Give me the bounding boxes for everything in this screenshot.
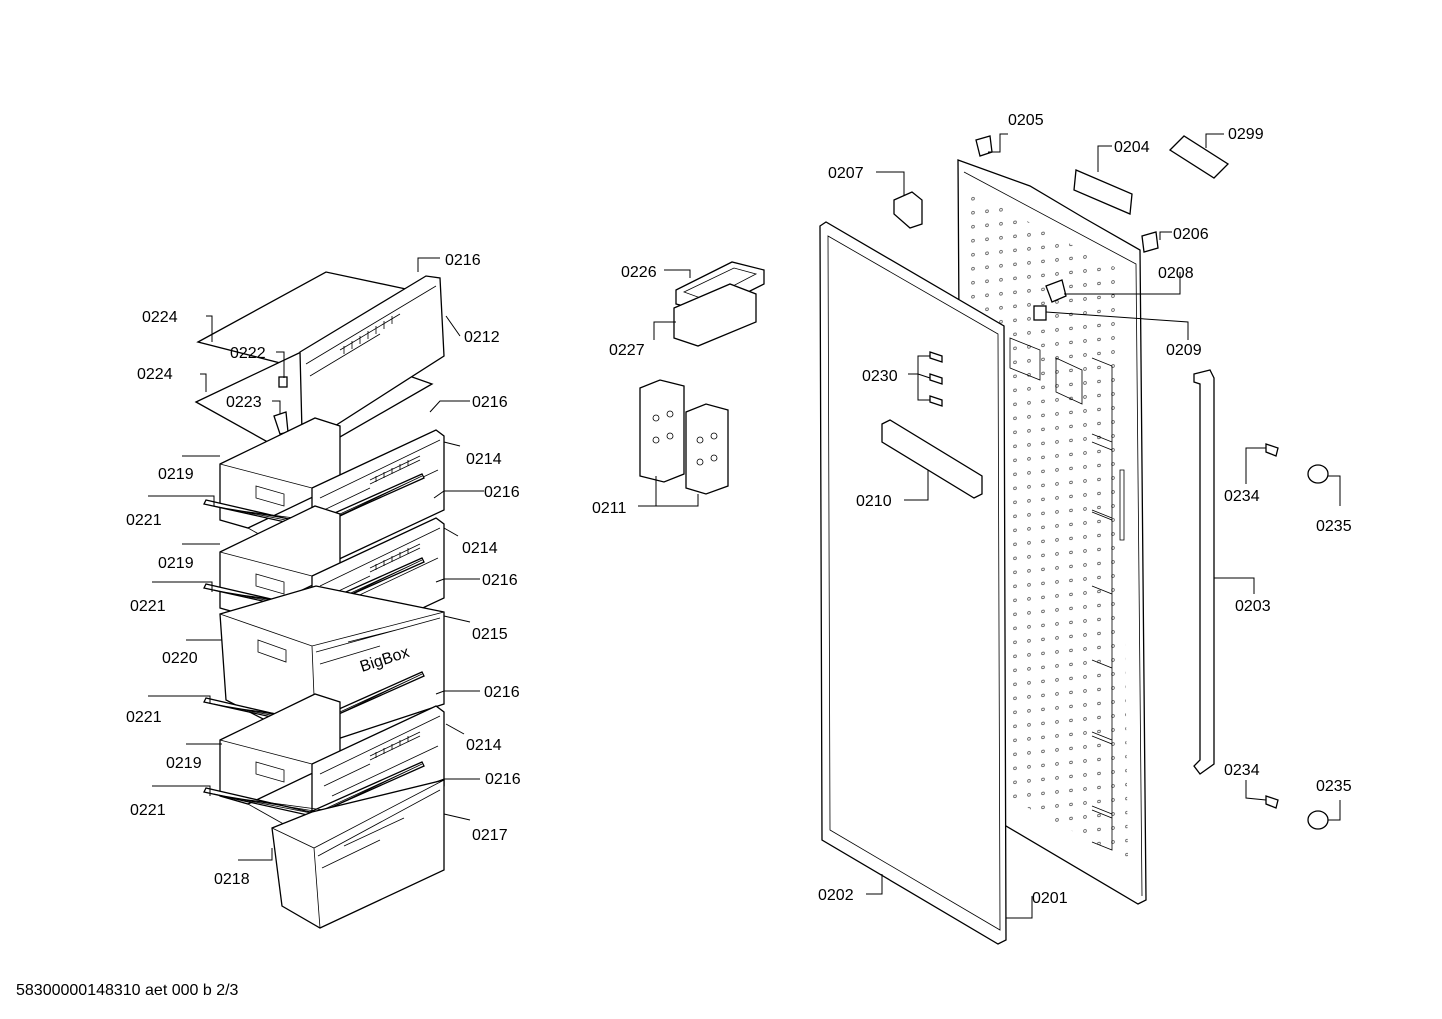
label-0299: 0299 xyxy=(1228,126,1264,143)
ice-box xyxy=(673,283,757,347)
leader-lines xyxy=(148,133,1341,919)
label-0222: 0222 xyxy=(230,345,266,362)
label-0214-3: 0214 xyxy=(466,737,502,754)
label-0215: 0215 xyxy=(472,626,508,643)
label-0234-top: 0234 xyxy=(1224,488,1260,505)
label-0216-6: 0216 xyxy=(485,771,521,788)
label-0221-4: 0221 xyxy=(130,802,166,819)
door-handle xyxy=(1193,369,1215,775)
label-0216-1: 0216 xyxy=(445,252,481,269)
label-0206: 0206 xyxy=(1173,226,1209,243)
label-0221-1: 0221 xyxy=(126,512,162,529)
label-0235-top: 0235 xyxy=(1316,518,1352,535)
label-0223: 0223 xyxy=(226,394,262,411)
label-0202: 0202 xyxy=(818,887,854,904)
label-0217: 0217 xyxy=(472,827,508,844)
latch-insert xyxy=(1033,305,1047,321)
label-0219-2: 0219 xyxy=(158,555,194,572)
label-0209: 0209 xyxy=(1166,342,1202,359)
label-0203: 0203 xyxy=(1235,598,1271,615)
door-assembly-group xyxy=(819,135,1329,945)
label-0221-2: 0221 xyxy=(130,598,166,615)
label-0216-2: 0216 xyxy=(472,394,508,411)
document-code: 58300000148310 aet 000 b 2/3 xyxy=(16,982,239,999)
label-0224-second: 0224 xyxy=(137,366,173,383)
accessories-group xyxy=(639,261,765,495)
clip-part xyxy=(278,376,288,388)
label-0211: 0211 xyxy=(592,500,627,517)
drawer-assembly-group: BigBox xyxy=(194,271,445,929)
label-0212: 0212 xyxy=(464,329,500,346)
label-0210: 0210 xyxy=(856,493,892,510)
hinge-cover xyxy=(1073,169,1133,215)
label-0216-3: 0216 xyxy=(484,484,520,501)
cool-pack-right xyxy=(685,403,729,495)
label-0214-1: 0214 xyxy=(466,451,502,468)
label-0216-5: 0216 xyxy=(484,684,520,701)
label-0201: 0201 xyxy=(1032,890,1068,907)
bottom-drawer xyxy=(271,779,445,929)
end-cap-top xyxy=(1307,464,1329,484)
door-dot-pattern xyxy=(968,190,1128,860)
handle-screw-top xyxy=(1265,443,1279,457)
hinge-pin-bottom xyxy=(1141,231,1159,253)
part-number-labels: 0224 0224 0222 0223 0216 0212 0216 0214 … xyxy=(126,112,1352,907)
rating-label xyxy=(1168,135,1230,179)
label-0230: 0230 xyxy=(862,368,898,385)
latch-part xyxy=(1045,279,1067,303)
label-0234-bottom: 0234 xyxy=(1224,762,1260,779)
label-0208: 0208 xyxy=(1158,265,1194,282)
label-0207: 0207 xyxy=(828,165,864,182)
door-bar xyxy=(881,419,983,499)
label-0226: 0226 xyxy=(621,264,657,281)
label-0221-3: 0221 xyxy=(126,709,162,726)
label-0219-3: 0219 xyxy=(166,755,202,772)
label-0216-4: 0216 xyxy=(482,572,518,589)
label-0235-bottom: 0235 xyxy=(1316,778,1352,795)
handle-screw-bottom xyxy=(1265,795,1279,809)
label-0218: 0218 xyxy=(214,871,250,888)
door-stop-block xyxy=(893,191,923,229)
label-0205: 0205 xyxy=(1008,112,1044,129)
label-0214-2: 0214 xyxy=(462,540,498,557)
label-0220: 0220 xyxy=(162,650,198,667)
cool-pack-left xyxy=(639,379,685,483)
door-gasket xyxy=(819,221,1007,945)
end-cap-bottom xyxy=(1307,810,1329,830)
label-0219-1: 0219 xyxy=(158,466,194,483)
label-0224-top: 0224 xyxy=(142,309,178,326)
hinge-pin-top xyxy=(975,135,993,157)
label-0227: 0227 xyxy=(609,342,645,359)
label-0204: 0204 xyxy=(1114,139,1150,156)
bigbox-drawer xyxy=(219,585,445,747)
